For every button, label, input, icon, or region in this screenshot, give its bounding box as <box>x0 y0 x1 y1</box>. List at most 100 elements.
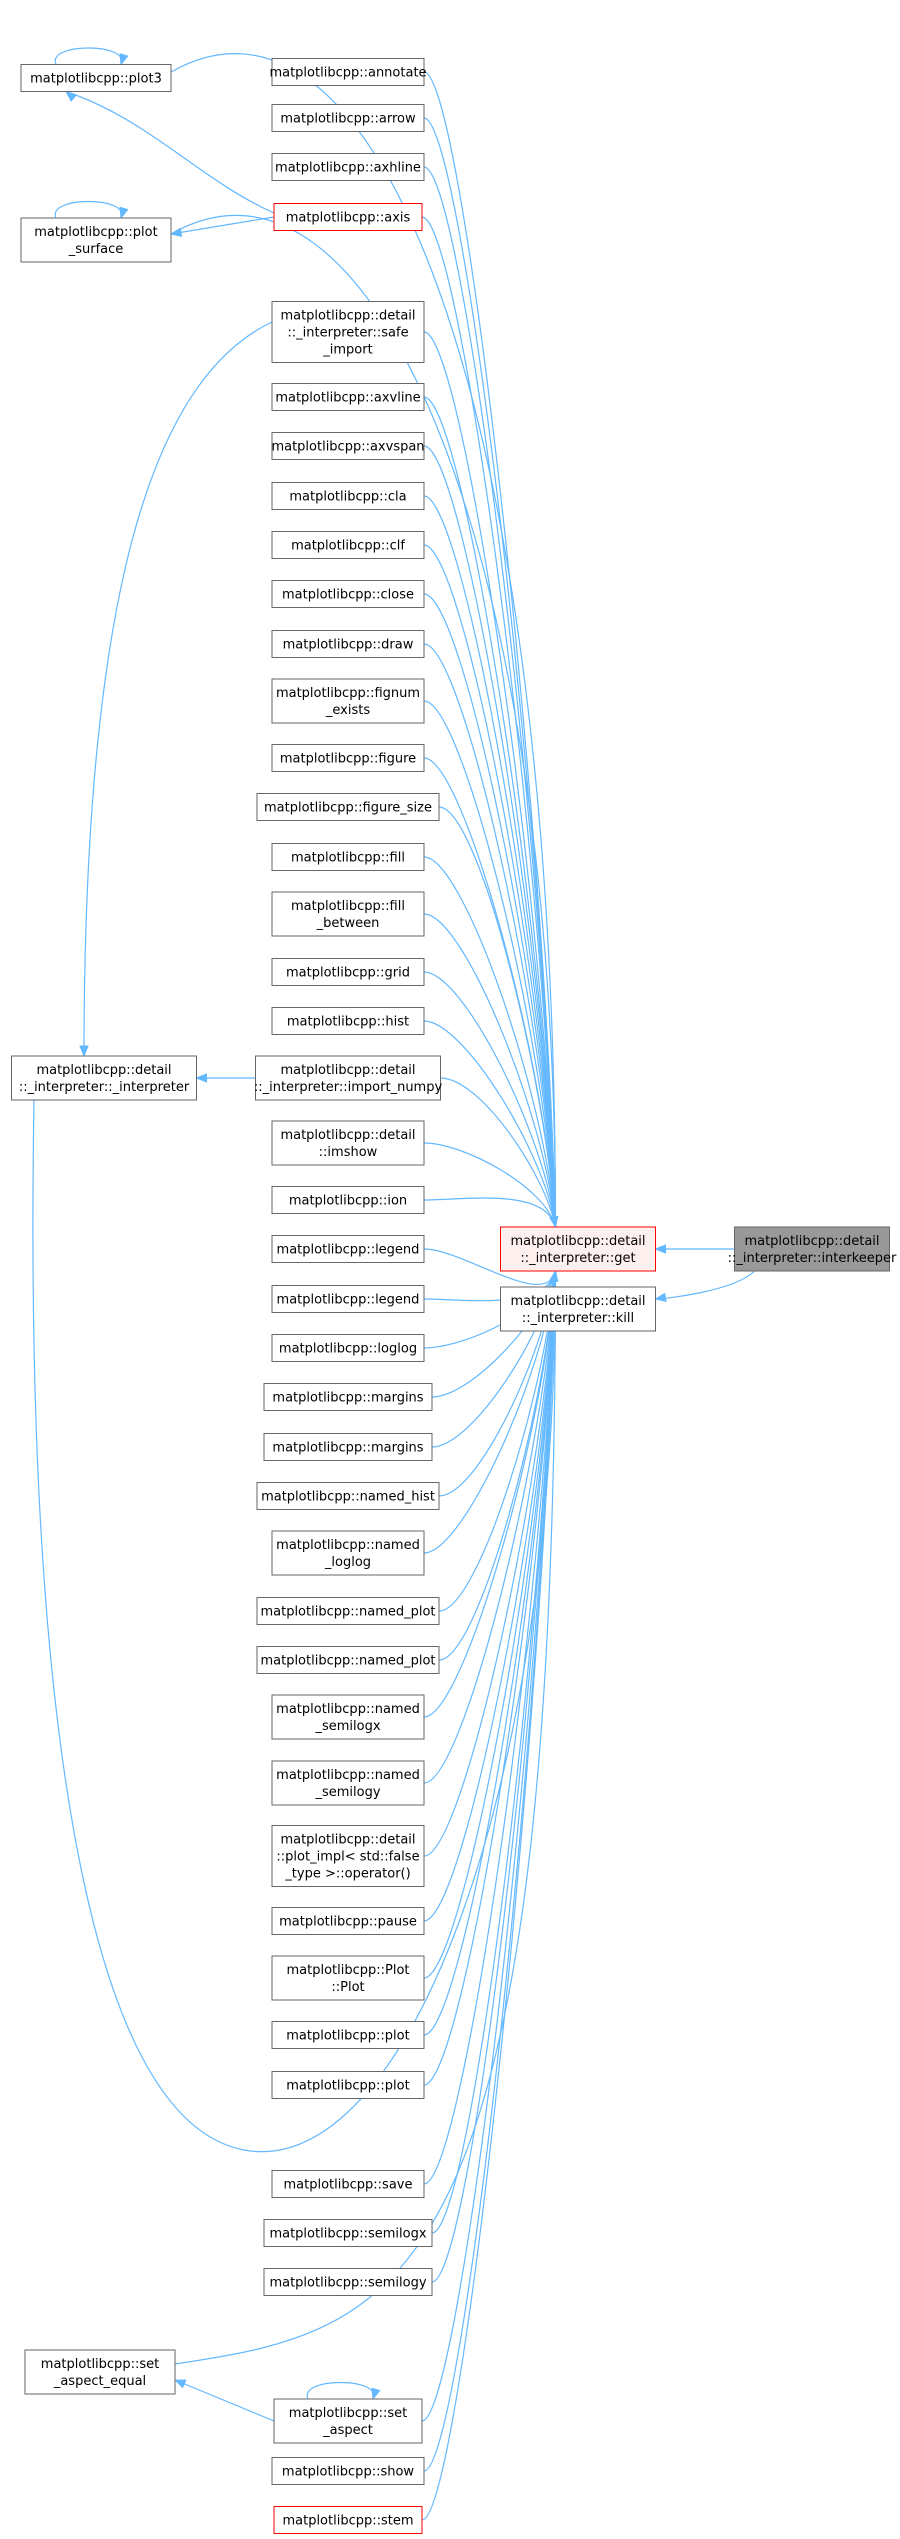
node-box <box>271 58 425 86</box>
node-label: _type >::operator() <box>284 1867 410 1882</box>
node-close[interactable]: matplotlibcpp::close <box>271 580 425 608</box>
node-box <box>271 432 425 460</box>
node-draw[interactable]: matplotlibcpp::draw <box>271 630 425 658</box>
node-arrow[interactable]: matplotlibcpp::arrow <box>271 104 425 132</box>
node-figure-size[interactable]: matplotlibcpp::figure_size <box>256 793 440 821</box>
node-fill-between[interactable]: matplotlibcpp::fill_between <box>271 891 425 937</box>
node-box <box>271 301 425 363</box>
node-stem[interactable]: matplotlibcpp::stem <box>273 2506 423 2534</box>
node-named-plot2[interactable]: matplotlibcpp::named_plot <box>256 1646 440 1674</box>
node-save[interactable]: matplotlibcpp::save <box>271 2170 425 2198</box>
node-named-plot1[interactable]: matplotlibcpp::named_plot <box>256 1597 440 1625</box>
node-label: ::_interpreter::import_numpy <box>254 1080 443 1095</box>
edge-fignum-exists-to-get <box>423 700 557 1228</box>
node-label: ::imshow <box>319 1145 378 1160</box>
edge-draw-to-get <box>423 643 557 1228</box>
node-box <box>271 1760 425 1806</box>
node-semilogy[interactable]: matplotlibcpp::semilogy <box>263 2268 433 2296</box>
edge-named-semilogx-to-get <box>423 1270 557 1718</box>
node-margins2[interactable]: matplotlibcpp::margins <box>263 1433 433 1461</box>
node-label: matplotlibcpp::margins <box>272 1391 423 1406</box>
node-label: matplotlibcpp::fill <box>291 899 405 914</box>
node-legend1[interactable]: matplotlibcpp::legend <box>271 1235 425 1263</box>
node-set-aspect[interactable]: matplotlibcpp::set_aspect <box>273 2398 423 2444</box>
node-box <box>271 2071 425 2099</box>
node-fill[interactable]: matplotlibcpp::fill <box>271 843 425 871</box>
node-interp[interactable]: matplotlibcpp::detail::_interpreter::_in… <box>11 1055 197 1101</box>
node-box <box>256 1597 440 1625</box>
edge-fill-between-to-get <box>423 913 557 1228</box>
node-named-loglog[interactable]: matplotlibcpp::named_loglog <box>271 1530 425 1576</box>
node-legend2[interactable]: matplotlibcpp::legend <box>271 1285 425 1313</box>
node-box <box>263 2268 433 2296</box>
node-label: matplotlibcpp::named <box>276 1768 420 1783</box>
node-box <box>255 1055 441 1101</box>
node-label: matplotlibcpp::draw <box>283 638 414 653</box>
node-plot-impl[interactable]: matplotlibcpp::detail::plot_impl< std::f… <box>271 1825 425 1887</box>
node-cla[interactable]: matplotlibcpp::cla <box>271 482 425 510</box>
node-box <box>271 383 425 411</box>
node-box <box>271 1825 425 1887</box>
node-clf[interactable]: matplotlibcpp::clf <box>271 531 425 559</box>
node-label: matplotlibcpp::legend <box>277 1293 420 1308</box>
node-axvline[interactable]: matplotlibcpp::axvline <box>271 383 425 411</box>
node-kill[interactable]: matplotlibcpp::detail::_interpreter::kil… <box>500 1286 656 1332</box>
node-label: _import <box>322 343 372 358</box>
node-named-hist[interactable]: matplotlibcpp::named_hist <box>256 1482 440 1510</box>
arrowhead-interp-top <box>79 1045 89 1058</box>
node-plot-b[interactable]: matplotlibcpp::plot <box>271 2071 425 2099</box>
node-pause[interactable]: matplotlibcpp::pause <box>271 1907 425 1935</box>
node-import-numpy[interactable]: matplotlibcpp::detail::_interpreter::imp… <box>254 1055 443 1101</box>
node-box <box>271 580 425 608</box>
node-box <box>271 2170 425 2198</box>
node-label: ::Plot <box>331 1980 364 1995</box>
node-label: matplotlibcpp::semilogy <box>269 2276 426 2291</box>
node-label: matplotlibcpp::detail <box>744 1234 879 1249</box>
node-figure[interactable]: matplotlibcpp::figure <box>271 744 425 772</box>
node-label: ::_interpreter::_interpreter <box>19 1080 190 1095</box>
node-get[interactable]: matplotlibcpp::detail::_interpreter::get <box>500 1226 656 1272</box>
edge-figure-to-get <box>423 757 557 1228</box>
edge-safe-import-to-get <box>423 331 557 1228</box>
node-Plot[interactable]: matplotlibcpp::Plot::Plot <box>271 1955 425 2001</box>
edge-plot-a-to-get <box>423 1270 557 2036</box>
node-interkeeper[interactable]: matplotlibcpp::detail::_interpreter::int… <box>728 1226 897 1272</box>
node-label: matplotlibcpp::axhline <box>275 161 421 176</box>
node-box <box>263 2219 433 2247</box>
node-set-aspect-equal[interactable]: matplotlibcpp::set_aspect_equal <box>24 2349 176 2395</box>
node-annotate[interactable]: matplotlibcpp::annotate <box>269 58 427 86</box>
node-named-semilogy[interactable]: matplotlibcpp::named_semilogy <box>271 1760 425 1806</box>
node-fignum-exists[interactable]: matplotlibcpp::fignum_exists <box>271 678 425 724</box>
node-margins1[interactable]: matplotlibcpp::margins <box>263 1383 433 1411</box>
node-safe-import[interactable]: matplotlibcpp::detail::_interpreter::saf… <box>271 301 425 363</box>
node-plot3[interactable]: matplotlibcpp::plot3 <box>20 64 172 92</box>
node-grid[interactable]: matplotlibcpp::grid <box>271 958 425 986</box>
node-label: matplotlibcpp::named_hist <box>261 1490 435 1505</box>
node-label: matplotlibcpp::detail <box>510 1234 645 1249</box>
node-axis[interactable]: matplotlibcpp::axis <box>273 203 423 231</box>
node-box <box>20 64 172 92</box>
node-label: matplotlibcpp::Plot <box>286 1963 409 1978</box>
node-label: matplotlibcpp::close <box>282 588 414 603</box>
node-box <box>271 1334 425 1362</box>
node-imshow[interactable]: matplotlibcpp::detail::imshow <box>271 1120 425 1166</box>
node-label: matplotlibcpp::grid <box>286 966 410 981</box>
node-plot-surface[interactable]: matplotlibcpp::plot_surface <box>20 217 172 263</box>
node-hist[interactable]: matplotlibcpp::hist <box>271 1007 425 1035</box>
node-box <box>271 1186 425 1214</box>
node-box <box>271 2021 425 2049</box>
edge-semilogy-to-get <box>431 1270 557 2283</box>
edge-axis-to-plot3 <box>65 90 275 214</box>
edge-interkeeper-to-kill <box>655 1270 755 1300</box>
node-named-semilogx[interactable]: matplotlibcpp::named_semilogx <box>271 1694 425 1740</box>
node-ion[interactable]: matplotlibcpp::ion <box>271 1186 425 1214</box>
node-loglog[interactable]: matplotlibcpp::loglog <box>271 1334 425 1362</box>
node-semilogx[interactable]: matplotlibcpp::semilogx <box>263 2219 433 2247</box>
node-axhline[interactable]: matplotlibcpp::axhline <box>271 153 425 181</box>
edge-named-semilogy-to-get <box>423 1270 557 1784</box>
node-axvspan[interactable]: matplotlibcpp::axvspan <box>271 432 425 460</box>
node-show[interactable]: matplotlibcpp::show <box>271 2457 425 2485</box>
node-plot-a[interactable]: matplotlibcpp::plot <box>271 2021 425 2049</box>
node-label: ::_interpreter::safe <box>287 326 408 341</box>
arrowhead-get-top <box>549 1215 559 1229</box>
